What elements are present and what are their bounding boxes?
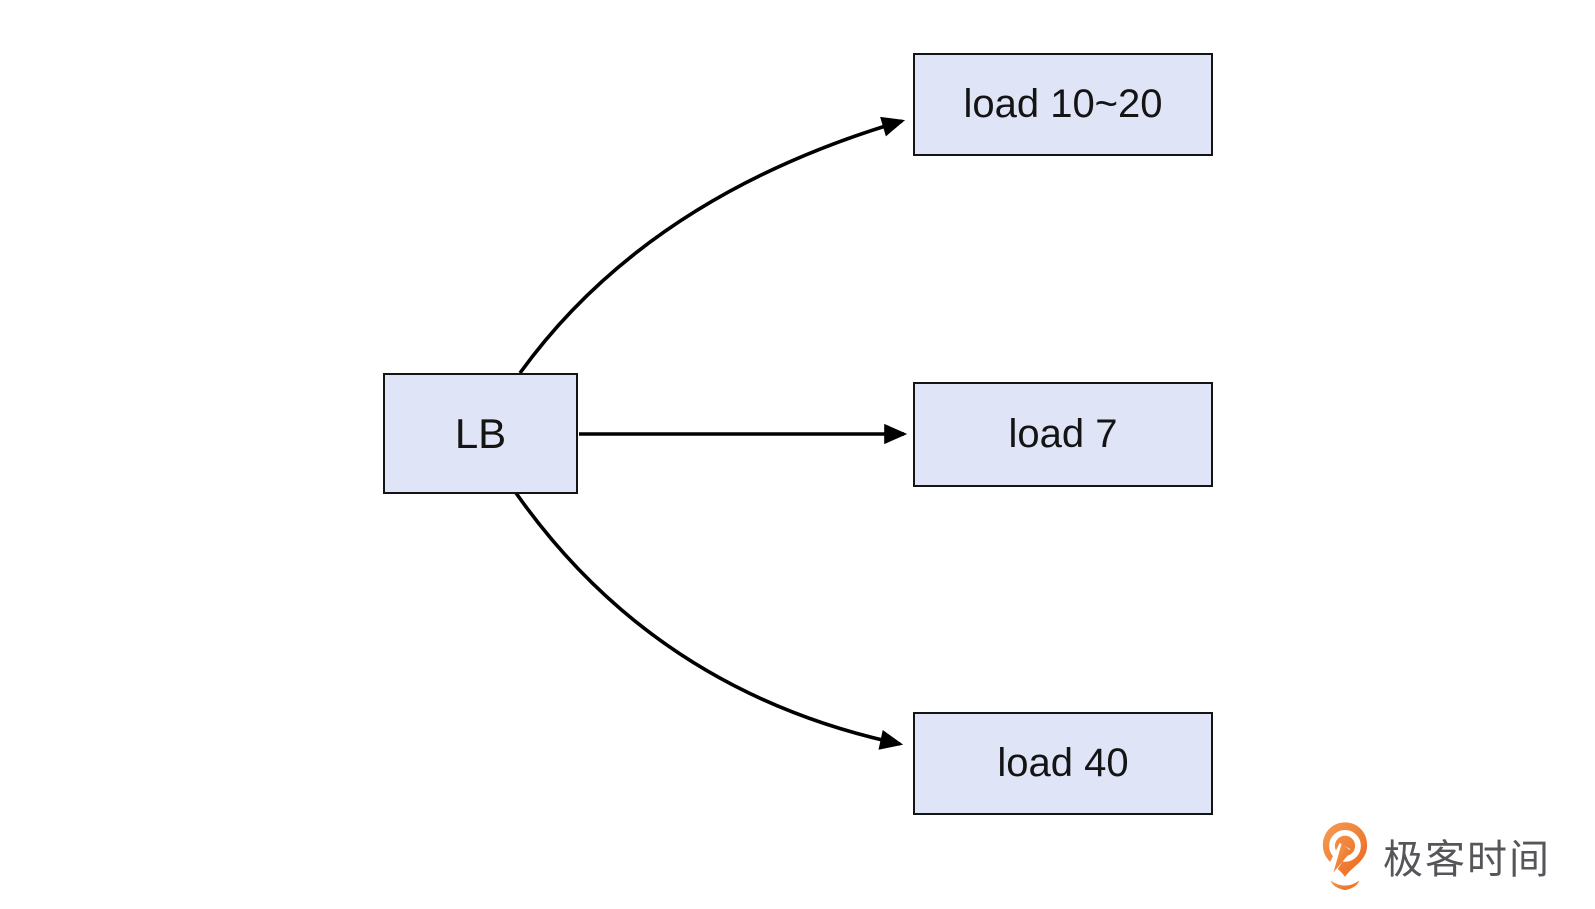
edge-lb-to-load-40	[514, 491, 904, 750]
geektime-logo-text: 极客时间	[1383, 838, 1551, 882]
geektime-logo: 极客时间	[1320, 820, 1551, 892]
node-load-10-20: load 10~20	[913, 53, 1213, 156]
node-lb-label: LB	[454, 409, 507, 457]
geektime-pin-icon	[1322, 822, 1368, 891]
node-load-40-label: load 40	[997, 741, 1129, 785]
node-load-40: load 40	[913, 712, 1213, 815]
node-load-7: load 7	[913, 382, 1213, 487]
edge-lb-to-load-10-20	[518, 116, 906, 375]
node-lb: LB	[383, 373, 578, 494]
node-load-10-20-label: load 10~20	[963, 82, 1163, 126]
node-load-7-label: load 7	[1008, 412, 1118, 456]
